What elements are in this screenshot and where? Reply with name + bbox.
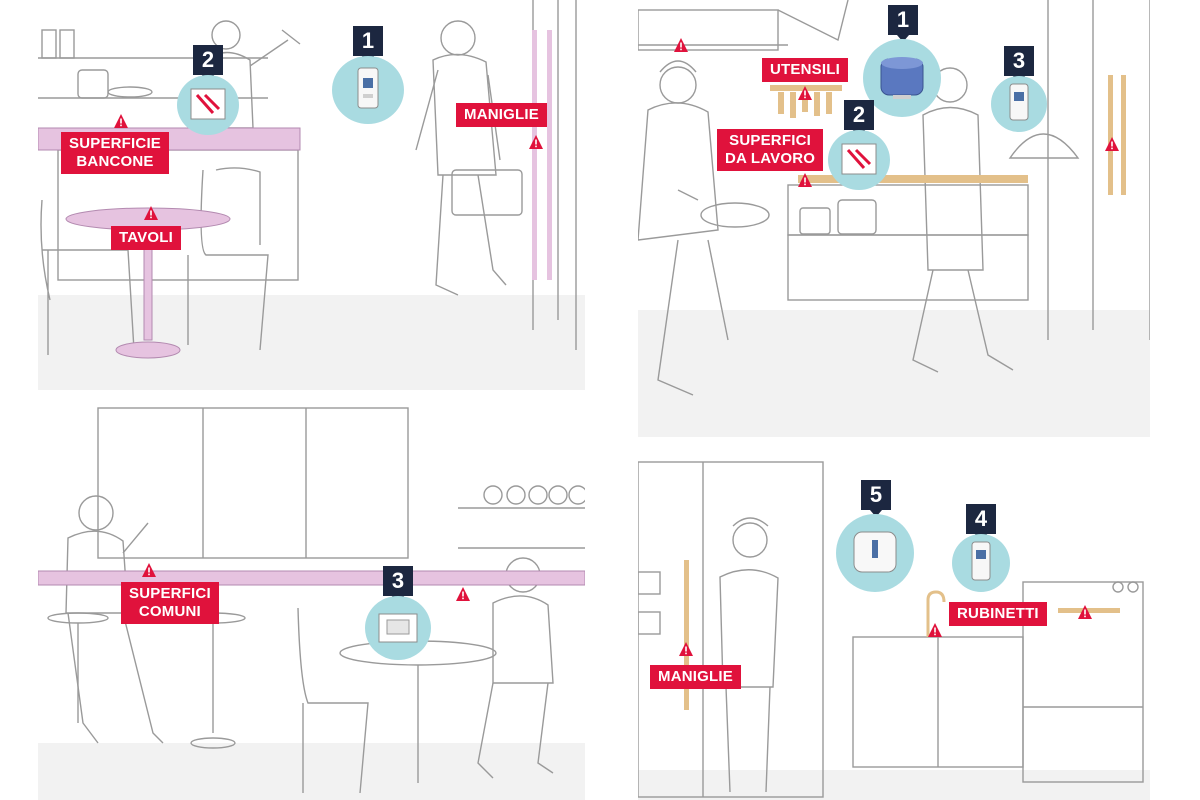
product-bubble bbox=[991, 76, 1047, 132]
soap-dispenser-icon bbox=[357, 67, 379, 109]
label-tavoli: TAVOLI bbox=[111, 226, 181, 250]
washroom-scene-illustration bbox=[638, 452, 1150, 800]
label-maniglie-bar: MANIGLIE bbox=[456, 103, 547, 127]
wipes-pack-icon bbox=[841, 143, 877, 175]
warning-icon bbox=[144, 206, 158, 220]
label-superfici-da-lavoro: SUPERFICI DA LAVORO bbox=[717, 129, 824, 171]
soap-dispenser-icon bbox=[971, 541, 991, 581]
product-marker-5-washroom[interactable]: 5 bbox=[836, 480, 916, 592]
lounge-scene-illustration bbox=[38, 403, 585, 800]
product-bubble bbox=[365, 596, 431, 660]
wipes-pack-icon bbox=[190, 88, 226, 120]
marker-number: 2 bbox=[844, 100, 874, 137]
warning-icon bbox=[674, 38, 688, 52]
paper-roll-dispenser-icon bbox=[853, 531, 897, 573]
product-bubble bbox=[177, 75, 239, 135]
product-marker-4-washroom[interactable]: 4 bbox=[945, 504, 1017, 604]
panel-bar bbox=[38, 0, 585, 390]
product-marker-1-bar[interactable]: 1 bbox=[332, 26, 404, 126]
warning-icon bbox=[1078, 605, 1092, 619]
warning-icon bbox=[798, 86, 812, 100]
product-marker-3-lounge[interactable]: 3 bbox=[362, 566, 434, 666]
marker-number: 3 bbox=[383, 566, 413, 603]
napkin-box-icon bbox=[378, 613, 418, 643]
warning-icon bbox=[798, 173, 812, 187]
marker-number: 1 bbox=[353, 26, 383, 63]
marker-number: 1 bbox=[888, 5, 918, 42]
panel-washroom bbox=[638, 452, 1150, 800]
marker-number: 2 bbox=[193, 45, 223, 82]
marker-number: 3 bbox=[1004, 46, 1034, 83]
product-bubble bbox=[332, 56, 404, 124]
warning-icon bbox=[114, 114, 128, 128]
paper-roll-dispenser-icon bbox=[880, 57, 924, 99]
warning-icon bbox=[928, 623, 942, 637]
label-superficie-bancone: SUPERFICIE BANCONE bbox=[61, 132, 170, 174]
warning-icon bbox=[679, 642, 693, 656]
product-bubble bbox=[952, 534, 1010, 592]
product-marker-2-kitchen[interactable]: 2 bbox=[823, 100, 895, 200]
product-marker-1-kitchen[interactable]: 1 bbox=[863, 5, 943, 117]
warning-icon bbox=[529, 135, 543, 149]
warning-icon bbox=[1105, 137, 1119, 151]
product-marker-2-bar[interactable]: 2 bbox=[172, 45, 244, 145]
soap-dispenser-icon bbox=[1009, 83, 1029, 121]
warning-icon bbox=[456, 587, 470, 601]
marker-number: 5 bbox=[861, 480, 891, 517]
warning-icon bbox=[142, 563, 156, 577]
label-maniglie-washroom: MANIGLIE bbox=[650, 665, 741, 689]
product-bubble bbox=[863, 39, 941, 117]
product-marker-3-kitchen[interactable]: 3 bbox=[983, 46, 1055, 146]
bar-scene-illustration bbox=[38, 0, 585, 390]
label-utensili: UTENSILI bbox=[762, 58, 848, 82]
product-bubble bbox=[836, 514, 914, 592]
product-bubble bbox=[828, 130, 890, 190]
label-superfici-comuni: SUPERFICI COMUNI bbox=[121, 582, 219, 624]
marker-number: 4 bbox=[966, 504, 996, 541]
label-rubinetti: RUBINETTI bbox=[949, 602, 1047, 626]
